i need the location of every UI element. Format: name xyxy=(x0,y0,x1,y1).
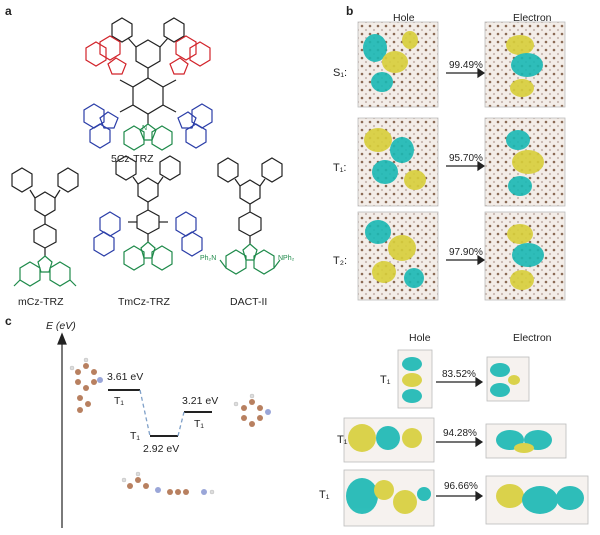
panel-letter-a: a xyxy=(5,4,12,18)
c-arrowhead-1 xyxy=(475,376,484,388)
atom-nph2-label: NPh₂ xyxy=(278,255,295,262)
percent-s1: 99.49% xyxy=(449,60,483,71)
panel-letter-c: c xyxy=(5,314,12,328)
c-state-label-3: T₁ xyxy=(319,489,330,501)
molecule-name-dact-ii: DACT-II xyxy=(230,296,268,308)
molecule-name-mcz-trz: mCz-TRZ xyxy=(18,296,64,308)
percent-t2: 97.90% xyxy=(449,247,483,258)
state-label-t2: T₂: xyxy=(333,255,348,267)
tmcz-trz-core xyxy=(115,155,181,242)
c-arrowhead-3 xyxy=(475,490,484,502)
level-energy-2-92: 2.92 eV xyxy=(143,443,180,455)
tmcz-trz-blue-carbazoles xyxy=(93,211,203,257)
level-energy-3-21: 3.21 eV xyxy=(182,395,219,407)
arrowhead-s1 xyxy=(477,67,486,79)
arrowhead-t1 xyxy=(477,160,486,172)
c-percent-1: 83.52% xyxy=(442,369,476,380)
c-state-label-2: T₁ xyxy=(337,434,348,446)
dact-ii-core xyxy=(217,157,283,244)
level-energy-3-61: 3.61 eV xyxy=(107,371,144,383)
green-carbazole xyxy=(123,123,173,151)
panel-c-hole-header: Hole xyxy=(409,332,431,344)
c-percent-2: 94.28% xyxy=(443,428,477,439)
tmcz-trz-green-carbazole xyxy=(123,241,173,271)
arrowhead-t2 xyxy=(477,254,486,266)
atom-ph2n-label: Ph₂N xyxy=(200,255,217,262)
energy-axis-arrowhead xyxy=(57,332,67,345)
state-label-s1: S₁: xyxy=(333,67,348,79)
level-state-3-61: T₁ xyxy=(114,395,124,407)
panel-c-fragment-molecules xyxy=(69,357,271,495)
mcz-trz-carbazole xyxy=(13,255,77,287)
percent-t1: 95.70% xyxy=(449,153,483,164)
level-connectors xyxy=(139,389,185,437)
panel-c-electron-header: Electron xyxy=(513,332,552,344)
energy-axis-label-text: E (eV) xyxy=(46,320,76,332)
c-percent-3: 96.66% xyxy=(444,481,478,492)
state-label-t1: T₁: xyxy=(333,162,347,174)
molecule-name-5cz-trz: 5Cz-TRZ xyxy=(111,153,154,165)
atom-n-label: N xyxy=(142,125,148,132)
energy-axis-label: E (eV) xyxy=(46,320,76,332)
mcz-trz-core xyxy=(11,167,79,256)
panel-b-hole-header: Hole xyxy=(393,12,415,24)
panel-b-electron-header: Electron xyxy=(513,12,552,24)
level-state-3-21: T₁ xyxy=(194,418,204,430)
c-state-label-1: T₁ xyxy=(380,374,391,386)
panel-letter-b: b xyxy=(346,4,354,18)
level-state-2-92: T₁ xyxy=(130,430,140,442)
energy-levels xyxy=(108,389,212,437)
dact-ii-carbazole xyxy=(219,243,281,275)
blue-carbazoles xyxy=(83,103,213,149)
red-carbazoles xyxy=(85,35,211,75)
c-arrowhead-2 xyxy=(475,436,484,448)
molecule-name-tmcz-trz: TmCz-TRZ xyxy=(118,296,170,308)
